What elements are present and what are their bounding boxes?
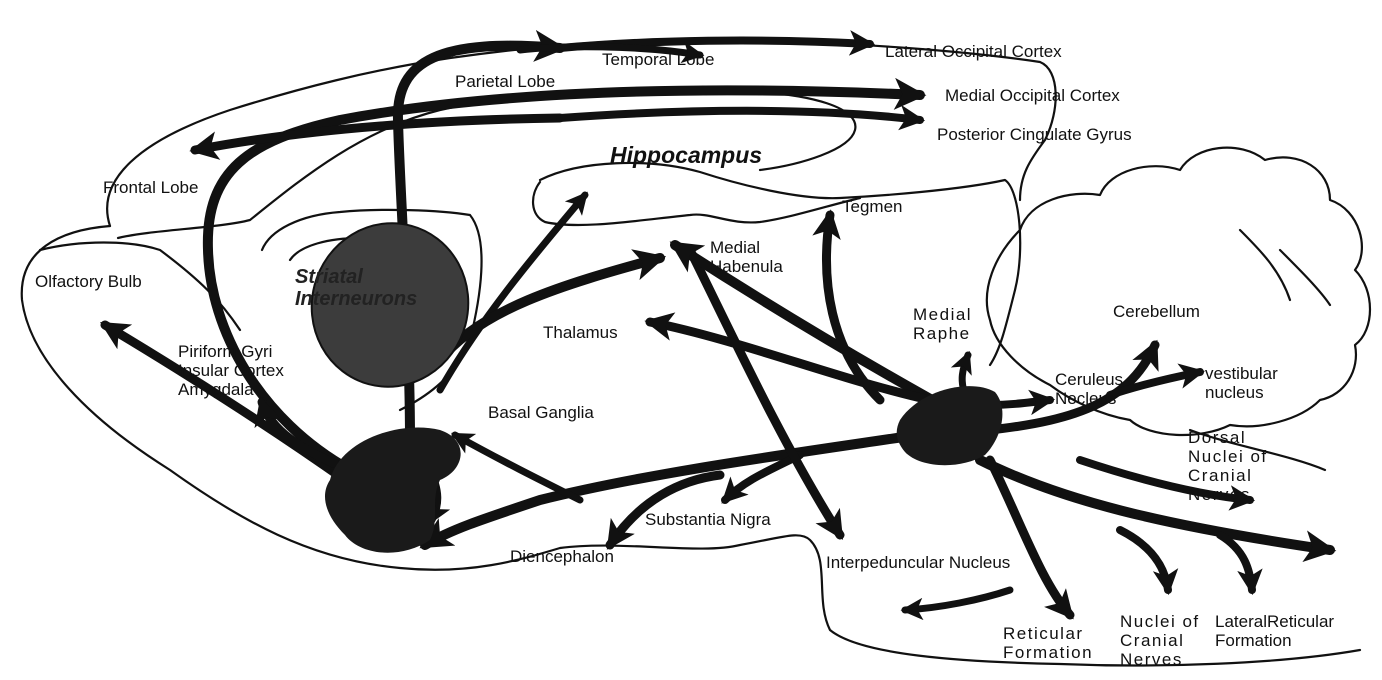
path-to-lateral-reticular xyxy=(1220,535,1252,590)
label-piriform-insular-amygdala: Piriform Gyri Insular Cortex Amygdala xyxy=(178,342,284,399)
label-reticular-formation: Reticular Formation xyxy=(1003,624,1093,662)
path-to-spinal-right xyxy=(980,460,1330,550)
path-to-lower-left-reticular xyxy=(905,590,1010,610)
label-thalamus: Thalamus xyxy=(543,323,618,342)
label-nuclei-cranial-nerves: Nuclei of Cranial Nerves xyxy=(1120,612,1200,669)
label-tegmen: Tegmen xyxy=(842,197,902,216)
label-temporal-lobe: Temporal Lobe xyxy=(602,50,714,69)
label-lateral-occipital-cortex: Lateral Occipital Cortex xyxy=(885,42,1062,61)
label-parietal-lobe: Parietal Lobe xyxy=(455,72,555,91)
cerebellum-outline xyxy=(987,148,1370,435)
label-basal-ganglia: Basal Ganglia xyxy=(488,403,594,422)
path-habenula-to-interpeduncular xyxy=(690,250,840,535)
path-to-medial-occipital xyxy=(560,111,920,120)
label-medial-habenula: Medial Habenula xyxy=(710,238,783,276)
label-cerebellum: Cerebellum xyxy=(1113,302,1200,321)
label-medial-occipital-cortex: Medial Occipital Cortex xyxy=(945,86,1120,105)
label-posterior-cingulate-gyrus: Posterior Cingulate Gyrus xyxy=(937,125,1132,144)
label-olfactory-bulb: Olfactory Bulb xyxy=(35,272,142,291)
path-raphe-to-thalamus xyxy=(650,322,930,400)
path-to-thalamus-habenula xyxy=(440,258,660,360)
label-diencephalon: Diencephalon xyxy=(510,547,614,566)
label-medial-raphe: Medial Raphe xyxy=(913,305,972,343)
label-vestibular-nucleus: vestibular nucleus xyxy=(1205,364,1278,402)
brain-outline xyxy=(22,226,1360,665)
path-to-basal-ganglia xyxy=(455,435,580,500)
label-substantia-nigra: Substantia Nigra xyxy=(645,510,771,529)
label-hippocampus: Hippocampus xyxy=(610,143,762,168)
label-frontal-lobe: Frontal Lobe xyxy=(103,178,198,197)
label-dorsal-nuclei-cranial-nerves: Dorsal Nuclei of Cranial Nerves xyxy=(1188,428,1268,504)
path-to-nuclei-cranial xyxy=(1120,530,1168,590)
label-ceruleus-nucleus: Ceruleus Necleus xyxy=(1055,370,1123,408)
label-interpeduncular-nucleus: Interpeduncular Nucleus xyxy=(826,553,1010,572)
label-striatal-interneurons: Striatal Interneurons xyxy=(295,266,417,310)
label-lateral-reticular-formation: LateralReticular Formation xyxy=(1215,612,1334,650)
